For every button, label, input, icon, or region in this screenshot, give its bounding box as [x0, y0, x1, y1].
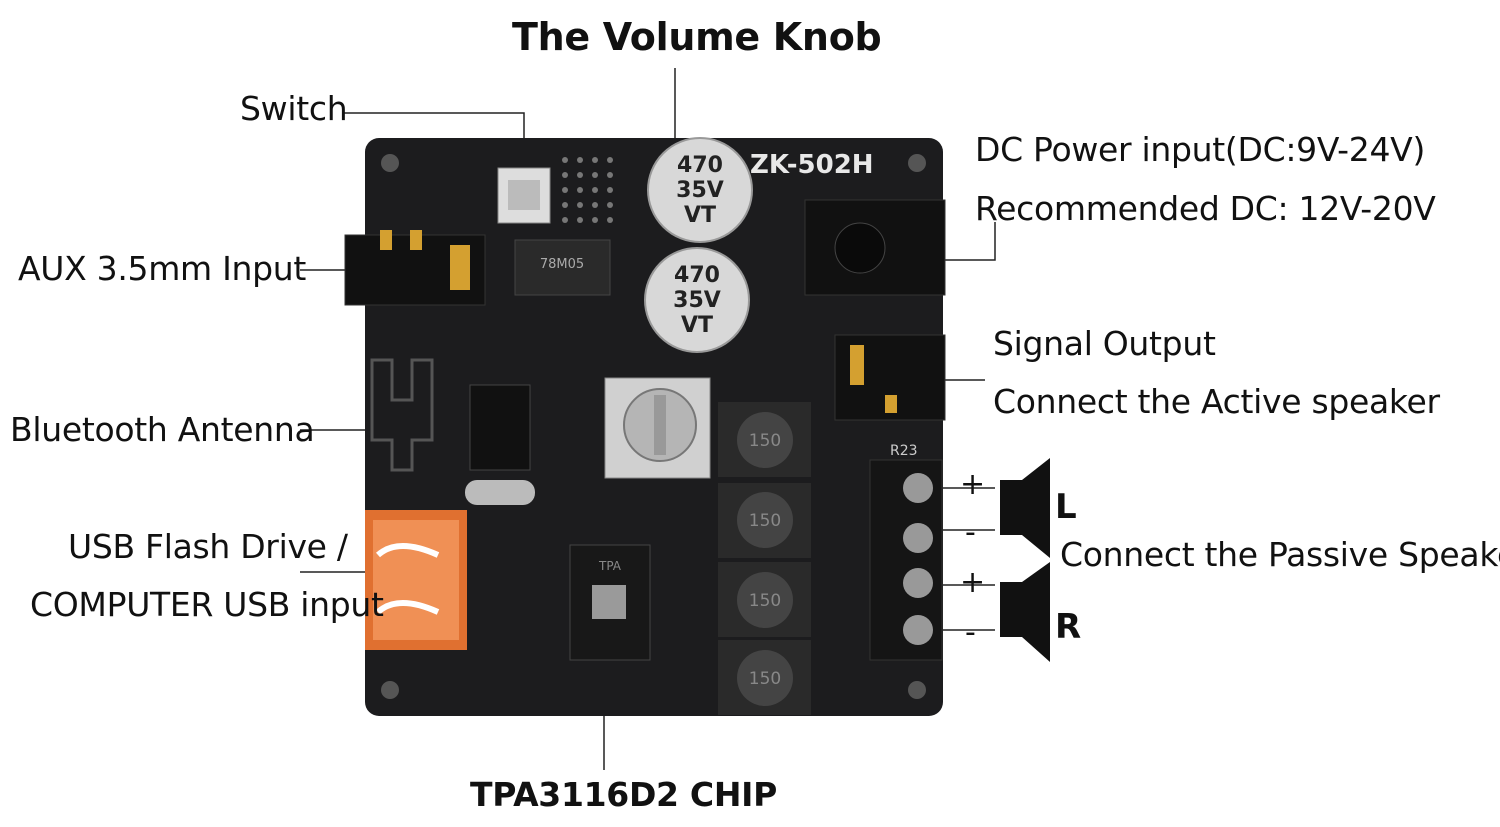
right-plus-sign: +: [960, 565, 985, 600]
speaker-right-icon: [1000, 562, 1050, 662]
bluetooth-antenna-label: Bluetooth Antenna: [10, 410, 315, 449]
capacitor-top: 470 35V VT: [647, 137, 753, 243]
cap-top-line1: 470: [677, 153, 723, 178]
signal-output-label: Signal Output: [993, 324, 1216, 363]
header-pins: [562, 157, 613, 223]
dc-power-label: DC Power input(DC:9V-24V): [975, 130, 1426, 169]
left-channel-label: L: [1055, 487, 1077, 527]
regulator-marking: 78M05: [540, 257, 584, 272]
mount-hole: [908, 681, 926, 699]
board-model-label: ZK-502H: [750, 150, 874, 180]
speaker-left-icon: [1000, 458, 1050, 558]
inductor-marking: 150: [749, 591, 781, 611]
cap-bottom-line1: 470: [674, 263, 720, 288]
volume-knob-label: The Volume Knob: [512, 15, 882, 59]
inductor-marking: 150: [749, 669, 781, 689]
usb-port: [365, 510, 467, 650]
chip-label: TPA3116D2 CHIP: [470, 775, 777, 814]
cap-top-line3: VT: [684, 203, 716, 228]
usb-label-line2: COMPUTER USB input: [30, 585, 384, 624]
inductors: 150 150 150 150: [718, 402, 811, 715]
speaker-terminal-block: R23: [869, 443, 943, 661]
regulator: [514, 239, 611, 296]
passive-speaker-label: Connect the Passive Speaker: [1060, 535, 1500, 574]
volume-knob: [604, 377, 711, 479]
mount-hole: [381, 681, 399, 699]
cap-bottom-line2: 35V: [673, 288, 721, 313]
cap-top-line2: 35V: [676, 178, 724, 203]
inductor-marking: 150: [749, 431, 781, 451]
mount-hole: [381, 154, 399, 172]
switch-label: Switch: [240, 89, 348, 128]
bluetooth-chip: [469, 384, 531, 471]
inductor-marking: 150: [749, 511, 781, 531]
bluetooth-antenna-trace: [370, 358, 434, 472]
tpa3116d2-chip: TPA: [569, 544, 651, 661]
left-minus-sign: -: [965, 515, 976, 550]
terminal-marker: R23: [890, 443, 918, 459]
usb-label-line1: USB Flash Drive /: [68, 527, 348, 566]
capacitor-bottom: 470 35V VT: [644, 247, 750, 353]
cap-bottom-line3: VT: [681, 313, 713, 338]
mount-hole: [908, 154, 926, 172]
chip-marking: TPA: [598, 559, 622, 573]
aux-input-label: AUX 3.5mm Input: [18, 249, 307, 288]
active-speaker-label: Connect the Active speaker: [993, 382, 1440, 421]
right-channel-label: R: [1055, 607, 1081, 647]
crystal: [465, 480, 535, 505]
recommended-dc-label: Recommended DC: 12V-20V: [975, 189, 1436, 228]
left-plus-sign: +: [960, 467, 985, 502]
right-minus-sign: -: [965, 615, 976, 650]
